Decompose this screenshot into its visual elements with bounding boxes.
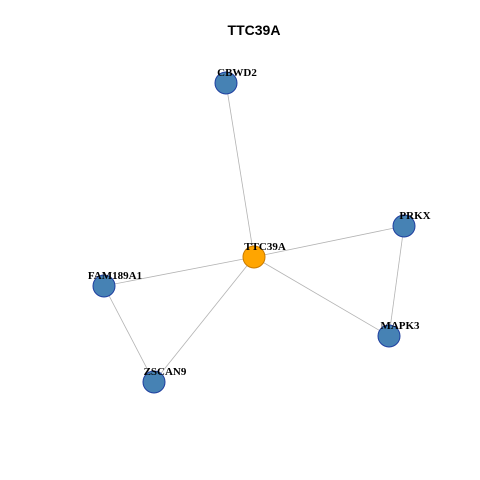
nodes-layer <box>92 71 416 394</box>
node-prkx <box>392 214 416 238</box>
edge-ttc39a-cbwd2 <box>225 82 255 258</box>
node-label-prkx: PRKX <box>399 210 430 222</box>
node-label-ttc39a: TTC39A <box>244 241 286 253</box>
edge-fam189a1-zscan9 <box>103 285 155 383</box>
node-label-cbwd2: CBWD2 <box>217 67 257 79</box>
node-ttc39a <box>242 245 266 269</box>
node-label-fam189a1: FAM189A1 <box>88 270 142 282</box>
edge-prkx-mapk3 <box>388 225 405 337</box>
node-fam189a1 <box>92 274 116 298</box>
edge-ttc39a-mapk3 <box>253 256 390 337</box>
edges-layer <box>103 82 405 383</box>
edge-ttc39a-fam189a1 <box>103 256 255 287</box>
node-label-mapk3: MAPK3 <box>380 320 420 332</box>
edge-ttc39a-prkx <box>253 225 405 258</box>
node-zscan9 <box>142 370 166 394</box>
edge-ttc39a-zscan9 <box>153 256 255 383</box>
node-mapk3 <box>377 324 401 348</box>
diagram-title: TTC39A <box>228 22 281 38</box>
node-label-zscan9: ZSCAN9 <box>144 366 187 378</box>
node-cbwd2 <box>214 71 238 95</box>
